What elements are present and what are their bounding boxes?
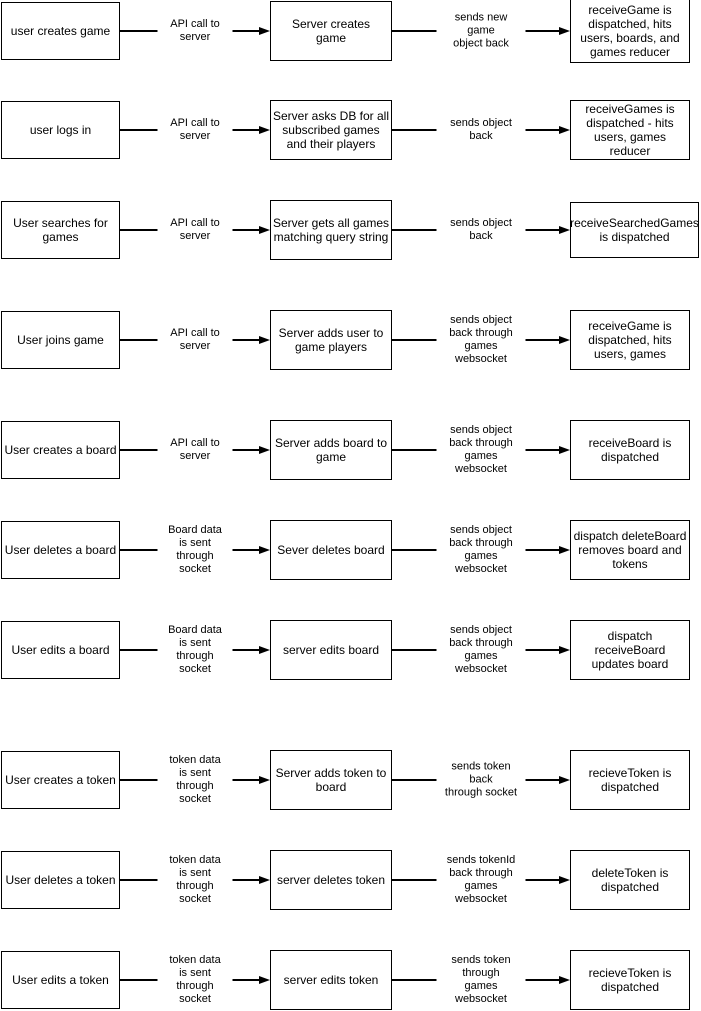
arrow-label: sends object back — [436, 217, 526, 243]
request-arrow: API call to server — [120, 106, 270, 154]
dispatch-node: receiveSearchedGames is dispatched — [570, 202, 699, 258]
arrow-label: API call to server — [157, 327, 233, 353]
server-action-node: Server asks DB for all subscribed games … — [270, 100, 392, 160]
arrowhead-icon — [559, 336, 570, 344]
request-arrow: API call to server — [120, 426, 270, 474]
arrow-label: token data is sent through socket — [157, 954, 233, 1006]
server-action-node: Server gets all games matching query str… — [270, 200, 392, 260]
arrowhead-icon — [559, 646, 570, 654]
server-action-node: Server adds token to board — [270, 750, 392, 810]
arrowhead-icon — [259, 776, 270, 784]
arrow-label: sends new game object back — [436, 11, 526, 51]
arrowhead-icon — [259, 126, 270, 134]
dispatch-node: deleteToken is dispatched — [570, 850, 690, 910]
arrowhead-icon — [559, 776, 570, 784]
response-arrow: sends token through games websocket — [392, 954, 570, 1006]
arrow-label: sends tokenId back through games websock… — [436, 854, 526, 906]
request-arrow: token data is sent through socket — [120, 954, 270, 1006]
dispatch-node: receiveGames is dispatched - hits users,… — [570, 100, 690, 160]
response-arrow: sends object back — [392, 106, 570, 154]
user-action-node: user logs in — [1, 101, 120, 159]
dispatch-node: recieveToken is dispatched — [570, 950, 690, 1010]
arrowhead-icon — [259, 876, 270, 884]
dispatch-node: recieveToken is dispatched — [570, 750, 690, 810]
server-action-node: Server adds board to game — [270, 420, 392, 480]
user-action-node: User joins game — [1, 311, 120, 369]
arrow-label: sends token back through socket — [436, 760, 526, 800]
server-action-node: server deletes token — [270, 850, 392, 910]
server-action-node: server edits token — [270, 950, 392, 1010]
request-arrow: token data is sent through socket — [120, 854, 270, 906]
arrow-label: Board data is sent through socket — [157, 524, 233, 576]
response-arrow: sends object back through games websocke… — [392, 424, 570, 476]
user-action-node: User searches for games — [1, 201, 120, 259]
arrow-label: Board data is sent through socket — [157, 624, 233, 676]
arrow-label: sends token through games websocket — [436, 954, 526, 1006]
arrow-label: API call to server — [157, 437, 233, 463]
user-action-node: User edits a board — [1, 621, 120, 679]
user-action-node: User creates a token — [1, 751, 120, 809]
arrowhead-icon — [259, 27, 270, 35]
arrow-label: sends object back through games websocke… — [436, 524, 526, 576]
arrowhead-icon — [259, 226, 270, 234]
arrow-label: API call to server — [157, 18, 233, 44]
arrow-label: token data is sent through socket — [157, 854, 233, 906]
arrowhead-icon — [259, 336, 270, 344]
dispatch-node: receiveGame is dispatched, hits users, g… — [570, 310, 690, 370]
request-arrow: token data is sent through socket — [120, 754, 270, 806]
arrowhead-icon — [559, 226, 570, 234]
request-arrow: API call to server — [120, 316, 270, 364]
dispatch-node: receiveGame is dispatched, hits users, b… — [570, 0, 690, 63]
server-action-node: Server creates game — [270, 1, 392, 61]
arrowhead-icon — [259, 976, 270, 984]
response-arrow: sends new game object back — [392, 7, 570, 55]
request-arrow: API call to server — [120, 7, 270, 55]
server-action-node: Server adds user to game players — [270, 310, 392, 370]
user-action-node: user creates game — [1, 2, 120, 60]
response-arrow: sends object back through games websocke… — [392, 624, 570, 676]
arrow-label: sends object back through games websocke… — [436, 314, 526, 366]
arrow-label: token data is sent through socket — [157, 754, 233, 806]
user-action-node: User deletes a token — [1, 851, 120, 909]
dispatch-node: dispatch deleteBoard removes board and t… — [570, 520, 690, 580]
request-arrow: API call to server — [120, 206, 270, 254]
user-action-node: User deletes a board — [1, 521, 120, 579]
arrow-label: API call to server — [157, 217, 233, 243]
arrowhead-icon — [559, 27, 570, 35]
arrowhead-icon — [559, 976, 570, 984]
arrowhead-icon — [259, 446, 270, 454]
response-arrow: sends tokenId back through games websock… — [392, 854, 570, 906]
arrow-label: sends object back — [436, 117, 526, 143]
response-arrow: sends object back — [392, 206, 570, 254]
arrowhead-icon — [559, 876, 570, 884]
request-arrow: Board data is sent through socket — [120, 624, 270, 676]
arrow-label: API call to server — [157, 117, 233, 143]
response-arrow: sends token back through socket — [392, 756, 570, 804]
server-action-node: server edits board — [270, 620, 392, 680]
arrowhead-icon — [559, 446, 570, 454]
arrowhead-icon — [559, 126, 570, 134]
user-action-node: User edits a token — [1, 951, 120, 1009]
dispatch-node: dispatch receiveBoard updates board — [570, 620, 690, 680]
arrowhead-icon — [559, 546, 570, 554]
response-arrow: sends object back through games websocke… — [392, 314, 570, 366]
user-action-node: User creates a board — [1, 421, 120, 479]
arrow-label: sends object back through games websocke… — [436, 424, 526, 476]
dispatch-node: receiveBoard is dispatched — [570, 420, 690, 480]
response-arrow: sends object back through games websocke… — [392, 524, 570, 576]
arrowhead-icon — [259, 546, 270, 554]
arrowhead-icon — [259, 646, 270, 654]
server-action-node: Sever deletes board — [270, 520, 392, 580]
arrow-label: sends object back through games websocke… — [436, 624, 526, 676]
request-arrow: Board data is sent through socket — [120, 524, 270, 576]
